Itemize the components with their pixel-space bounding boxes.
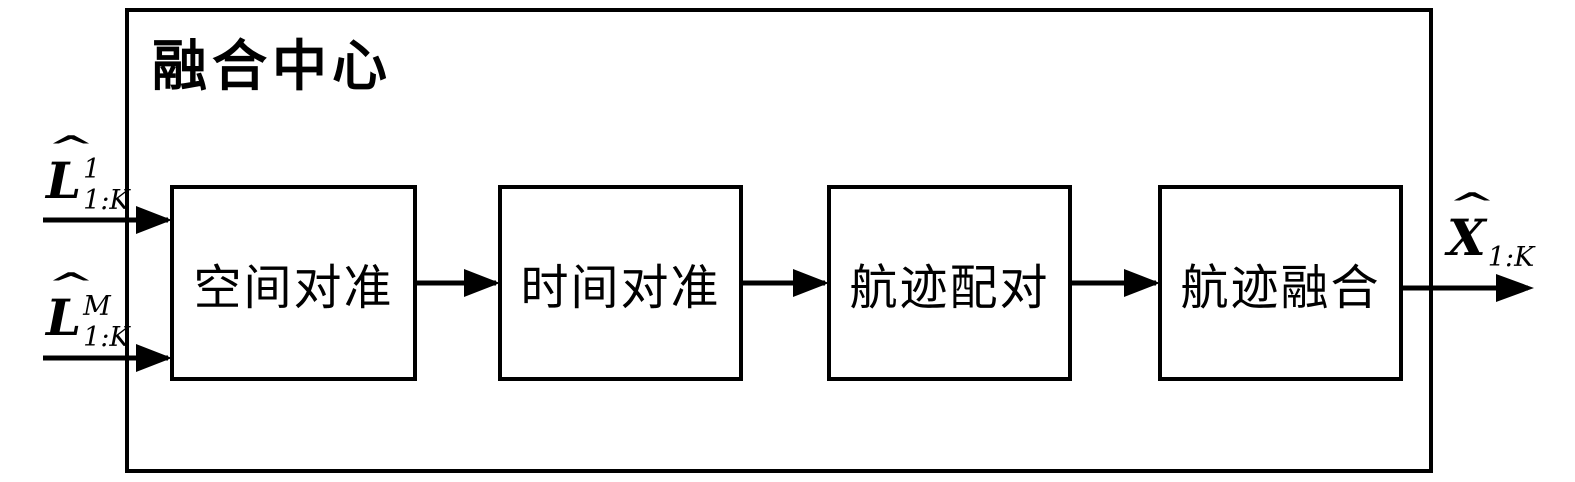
process-box-label: 空间对准 xyxy=(193,260,394,316)
fusion-center-title: 融合中心 xyxy=(152,33,393,98)
math-superscript: 1 xyxy=(83,154,101,185)
math-superscript: M xyxy=(83,291,111,322)
math-scripts: M 1:K xyxy=(83,291,130,353)
math-subscript: 1:K xyxy=(83,185,130,216)
math-subscript: 1:K xyxy=(83,322,130,353)
math-scripts: 1 1:K xyxy=(83,154,130,216)
math-letter: L xyxy=(46,151,82,210)
math-subscript: 1:K xyxy=(1487,242,1535,273)
process-box-track-pairing: 航迹配对 xyxy=(827,185,1072,381)
process-box-spatial-alignment: 空间对准 xyxy=(170,185,417,381)
math-scripts: 1:K xyxy=(1488,212,1534,271)
math-expression: L M 1:K xyxy=(46,288,130,353)
process-box-label: 航迹配对 xyxy=(849,260,1050,316)
math-expression: L 1 1:K xyxy=(46,151,130,216)
process-box-track-fusion: 航迹融合 xyxy=(1158,185,1403,381)
output-label: ^ X 1:K xyxy=(1447,190,1534,272)
process-box-label: 航迹融合 xyxy=(1180,260,1381,316)
fusion-center-container xyxy=(125,8,1433,473)
input-label-2: ^ L M 1:K xyxy=(46,270,130,353)
hat-accent: ^ xyxy=(1448,187,1496,222)
hat-accent: ^ xyxy=(47,267,95,302)
math-letter: X xyxy=(1447,208,1486,267)
process-box-time-alignment: 时间对准 xyxy=(498,185,743,381)
process-box-label: 时间对准 xyxy=(520,260,721,316)
hat-accent: ^ xyxy=(47,130,95,165)
input-label-1: ^ L 1 1:K xyxy=(46,133,130,216)
math-expression: X 1:K xyxy=(1447,208,1534,271)
math-letter: L xyxy=(46,288,82,347)
